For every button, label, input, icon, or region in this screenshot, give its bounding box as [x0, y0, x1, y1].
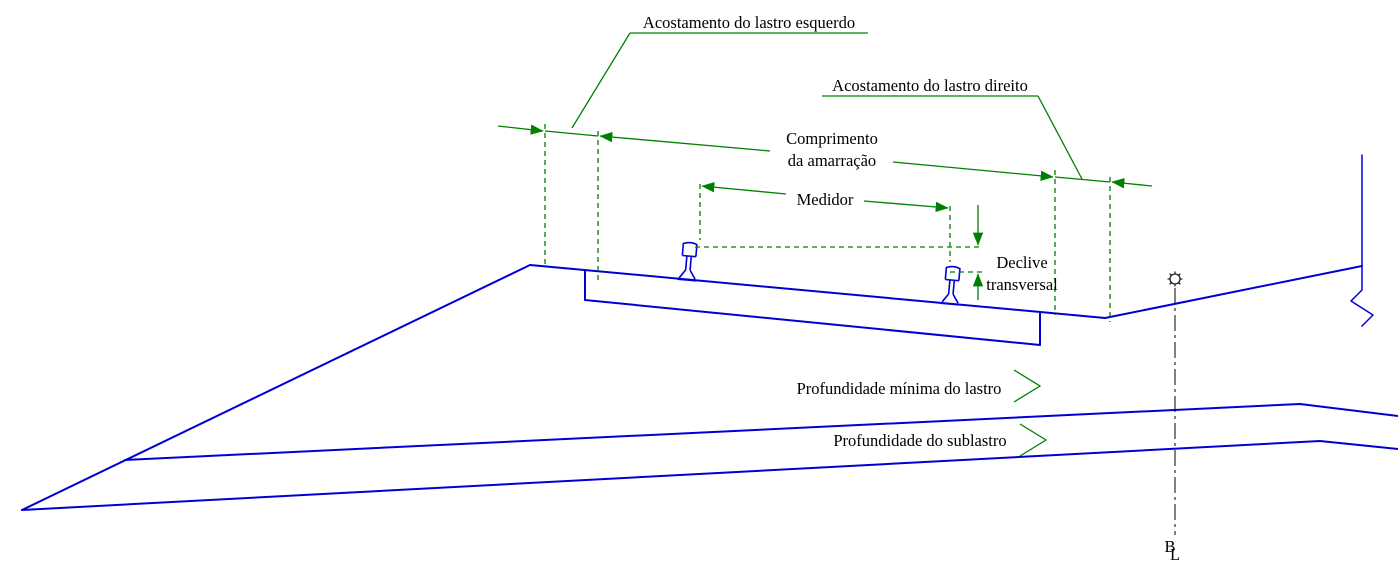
dim-gauge-right-segment [863, 200, 949, 213]
centerline-flower-icon [1167, 271, 1183, 287]
dim-gauge-left-segment [701, 181, 787, 195]
rail-profile-path [677, 241, 698, 282]
subballast-top-line [124, 403, 1398, 461]
label-cross-slope-line2: transversal [986, 275, 1058, 294]
ballast-depth-chevron-icon [1013, 369, 1042, 403]
dim-right-shoulder-span [1054, 176, 1111, 183]
ballast-band-bottom-line [584, 299, 1041, 346]
dimensions [497, 32, 1153, 457]
zigzag-break-line-icon [1350, 154, 1374, 327]
rail-profile-path [940, 265, 961, 306]
label-baseline-l: L [1170, 545, 1180, 564]
leader-left-shoulder [571, 32, 631, 129]
dim-left-shoulder-outside-arrow [497, 124, 544, 135]
ballast-top-surface-line [529, 264, 1106, 319]
label-tie-length-line1: Comprimento [786, 129, 878, 148]
dim-right-shoulder-outside-arrow [1111, 178, 1153, 189]
label-tie-length-line2: da amarração [788, 151, 876, 170]
left-embankment-slope-line [21, 264, 531, 511]
right-rising-subgrade-line [1104, 265, 1363, 319]
subballast-depth-chevron-icon [1019, 423, 1048, 457]
label-gauge: Medidor [797, 190, 854, 209]
label-cross-slope-line1: Declive [996, 253, 1047, 272]
right-rail-icon [940, 265, 961, 306]
diagram-labels: Acostamento do lastro esquerdo Acostamen… [643, 13, 1180, 564]
flower-petals [1167, 271, 1183, 287]
dim-tie-length-left-segment [599, 131, 771, 152]
label-ballast-min-depth: Profundidade mínima do lastro [797, 379, 1002, 398]
track-centerline-group [1167, 271, 1183, 535]
left-rail-icon [677, 241, 698, 282]
dim-tie-length-right-segment [892, 161, 1054, 182]
earthwork-geometry [21, 154, 1398, 511]
label-left-shoulder: Acostamento do lastro esquerdo [643, 13, 855, 32]
label-right-shoulder: Acostamento do lastro direito [832, 76, 1028, 95]
dim-left-shoulder-span [544, 130, 599, 137]
leader-right-shoulder [1037, 95, 1083, 180]
label-baseline-b: B [1164, 537, 1175, 556]
subballast-bottom-line [21, 440, 1398, 511]
rails [677, 241, 961, 306]
label-subballast-depth: Profundidade do sublastro [833, 431, 1006, 450]
